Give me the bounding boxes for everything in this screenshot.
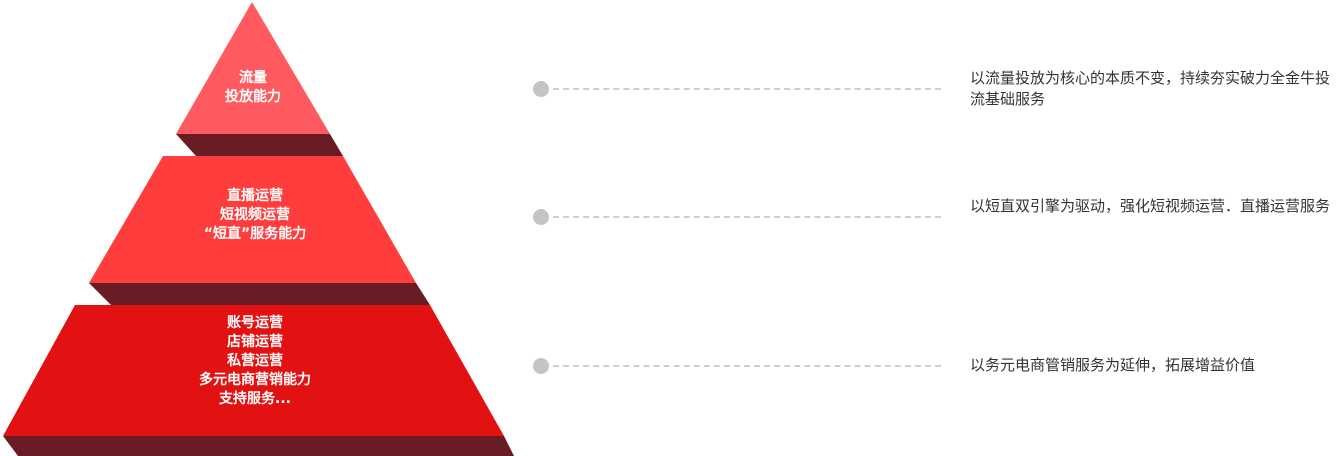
tier-label-line: “短直”服务能力	[203, 226, 307, 242]
tier-bottom-label: 账号运营 店铺运营 私营运营 多元电商营销能力 支持服务...	[199, 314, 311, 409]
tier-label-line: 短视频运营	[220, 207, 290, 223]
tier-middle-shadow	[89, 283, 430, 305]
tier-label-line: 流量	[239, 70, 267, 86]
tier-bottom-description: 以务元电商管销服务为延伸，拓展增益价值	[970, 356, 1256, 374]
tier-label-line: 私营运营	[227, 353, 283, 369]
tier-label-line: 直播运营	[227, 188, 283, 204]
pyramid-graphic	[3, 2, 514, 456]
tier-label-line: 账号运营	[227, 315, 283, 331]
connector-bottom	[533, 358, 943, 374]
tier-top-label: 流量 投放能力	[225, 69, 281, 107]
tier-middle-description: 以短直双引擎为驱动，强化短视频运营．直播运营服务	[970, 197, 1331, 215]
tier-bottom-shape	[3, 305, 504, 436]
tier-label-line: 店铺运营	[227, 334, 283, 350]
connector-dot	[533, 209, 549, 225]
connector-dashed-line	[553, 88, 941, 90]
tier-top-shape	[176, 2, 330, 134]
connector-dashed-line	[553, 216, 941, 218]
connector-top	[533, 81, 943, 97]
tier-middle-label: 直播运营 短视频运营 “短直”服务能力	[204, 187, 306, 244]
tier-label-line: 多元电商营销能力	[199, 372, 311, 388]
tier-middle-shape	[89, 156, 416, 283]
connector-dot	[533, 81, 549, 97]
connector-dot	[533, 358, 549, 374]
tier-label-line: 支持服务...	[219, 391, 291, 407]
connector-middle	[533, 209, 943, 225]
connector-dashed-line	[553, 365, 941, 367]
tier-top-description: 以流量投放为核心的本质不变，持续夯实破力全金牛投流基础服务	[970, 69, 1331, 108]
tier-label-line: 投放能力	[225, 89, 281, 105]
tier-bottom-shadow	[3, 436, 514, 456]
tier-top-shadow	[176, 134, 343, 156]
